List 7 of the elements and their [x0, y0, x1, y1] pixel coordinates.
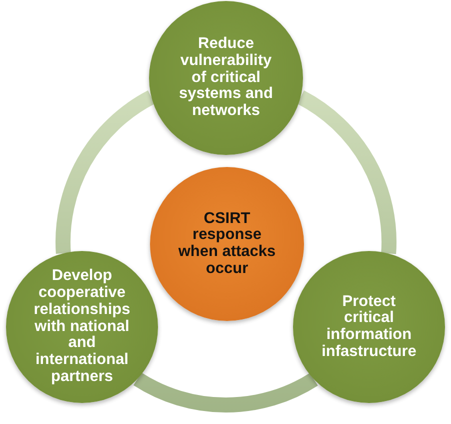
ring-arc	[296, 90, 396, 254]
circle-text: Develop cooperative relationships with national and international partners	[32, 268, 132, 386]
ring-arc	[134, 372, 318, 412]
ring-arc	[56, 90, 156, 254]
circle-text: CSIRT response when attacks occur	[177, 210, 277, 278]
circle-text: Reduce vulnerability of critical systems and networks	[178, 36, 274, 120]
circle-text: Protect critical information infastructure	[320, 294, 418, 360]
